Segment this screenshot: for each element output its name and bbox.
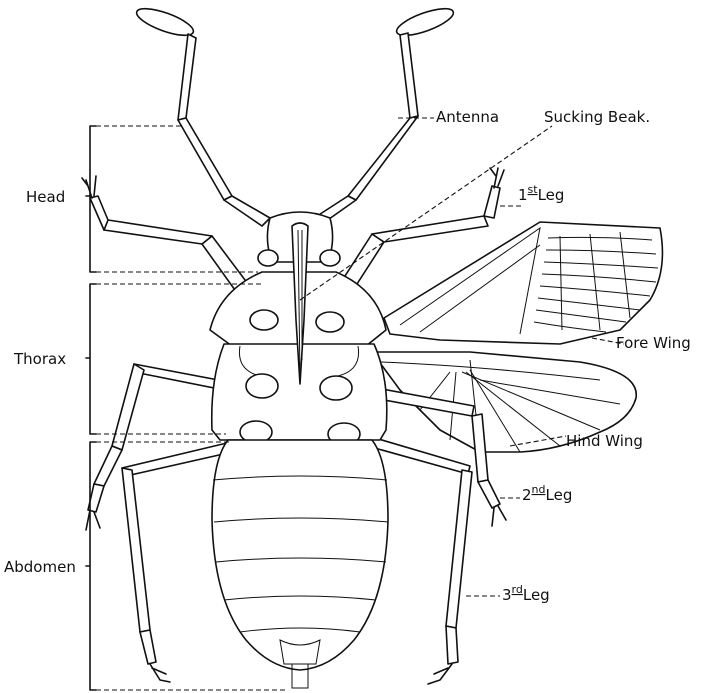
label-second-leg-suffix: nd [532,483,546,496]
abdomen-body [212,440,388,688]
label-head: Head [26,188,65,206]
label-first-leg-number: 1 [518,186,528,204]
label-third-leg-number: 3 [502,586,512,604]
label-first-leg-word: Leg [538,186,565,204]
label-third-leg: 3rdLeg [502,583,550,604]
label-antenna: Antenna [436,108,499,126]
label-first-leg: 1stLeg [518,183,564,204]
label-hind-wing: Hind Wing [566,432,643,450]
label-third-leg-suffix: rd [512,583,523,596]
label-thorax: Thorax [13,350,66,368]
fore-wing [384,222,662,344]
label-second-leg-word: Leg [546,486,573,504]
label-third-leg-word: Leg [523,586,550,604]
label-fore-wing: Fore Wing [616,334,691,352]
antenna-right [314,3,456,224]
label-second-leg-number: 2 [522,486,532,504]
label-sucking-beak: Sucking Beak. [544,108,650,126]
label-second-leg: 2ndLeg [522,483,572,504]
antenna-left [134,3,270,226]
label-abdomen: Abdomen [4,558,76,576]
